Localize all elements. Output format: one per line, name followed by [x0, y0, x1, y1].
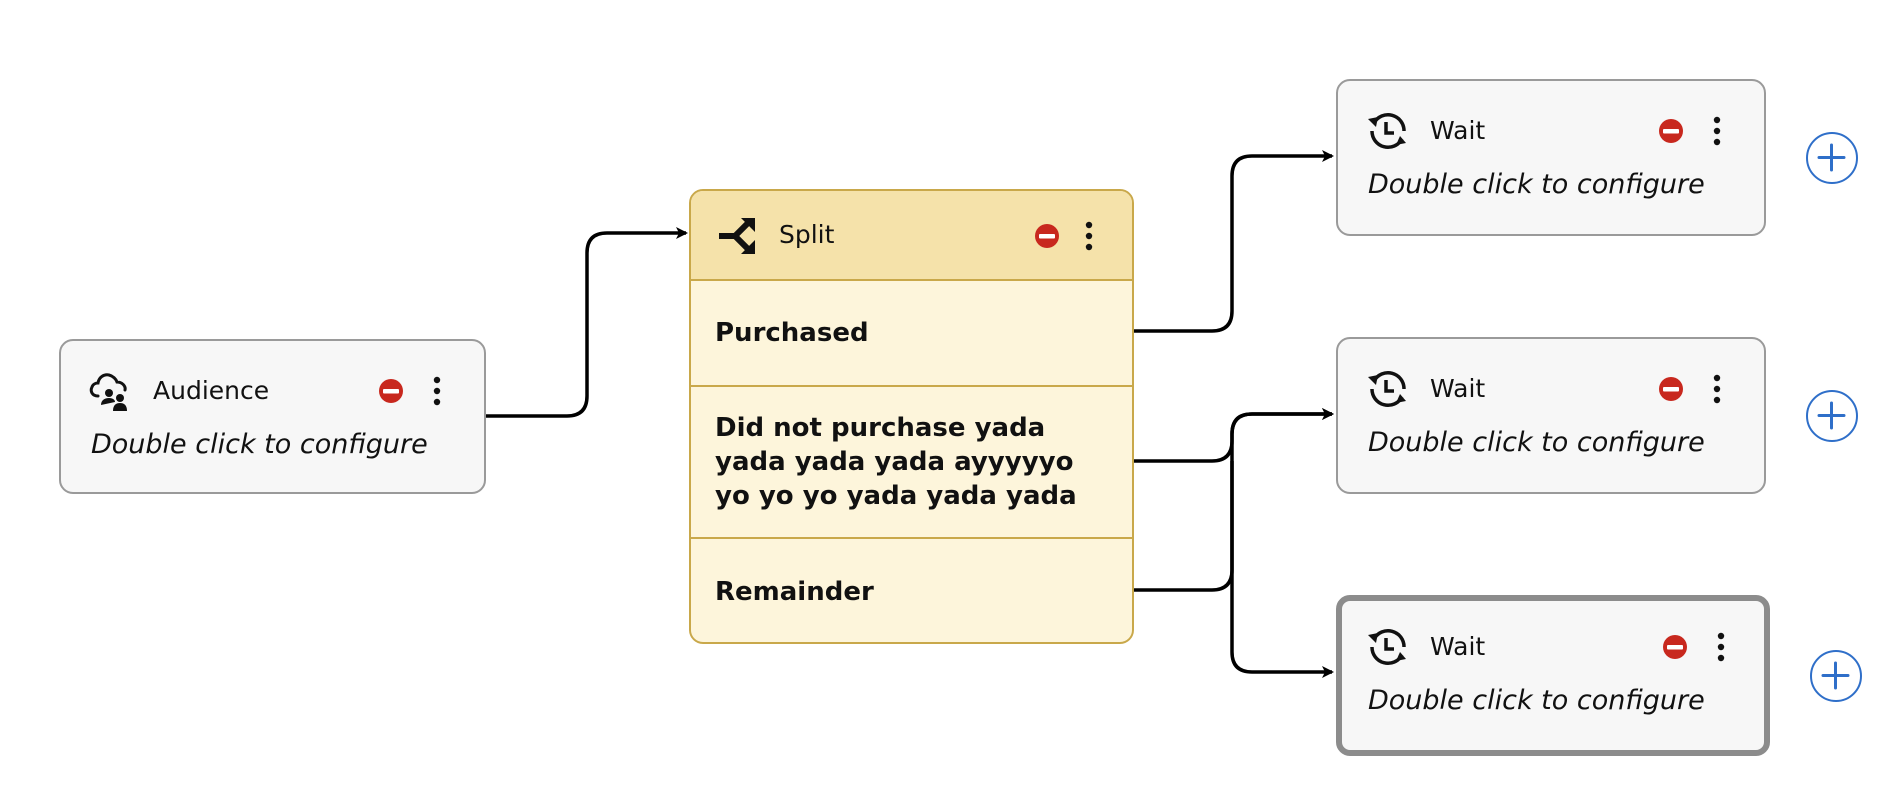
wait-icon: [1366, 625, 1410, 669]
node-title: Split: [779, 220, 835, 249]
node-header: Wait: [1342, 601, 1764, 701]
node-title: Wait: [1430, 632, 1486, 661]
error-status-icon: [1658, 118, 1684, 144]
node-header: Audience: [61, 341, 484, 441]
node-title: Wait: [1430, 116, 1486, 145]
configure-hint: Double click to configure: [1368, 169, 1705, 200]
split-icon: [717, 214, 761, 258]
branch-purchased[interactable]: Purchased: [691, 281, 1132, 387]
configure-hint: Double click to configure: [91, 429, 428, 460]
wait-node-1[interactable]: Wait Double click to configure: [1336, 79, 1766, 236]
connector-to-wait-3: [1230, 461, 1334, 678]
split-header: Split: [691, 191, 1132, 281]
wait-icon: [1366, 109, 1410, 153]
plus-icon: [1817, 143, 1846, 172]
error-status-icon: [1034, 223, 1060, 249]
add-step-button[interactable]: [1806, 390, 1858, 442]
add-step-button[interactable]: [1810, 650, 1862, 702]
audience-node[interactable]: Audience Double click to configure: [59, 339, 486, 494]
configure-hint: Double click to configure: [1368, 427, 1705, 458]
branch-label: Did not purchase yada yada yada yada ayy…: [715, 413, 1077, 511]
node-header: Wait: [1338, 81, 1764, 181]
branch-remainder[interactable]: Remainder: [691, 539, 1132, 642]
error-status-icon: [378, 378, 404, 404]
more-options-icon[interactable]: [1710, 373, 1724, 405]
node-title: Wait: [1430, 374, 1486, 403]
connector-purchased-to-wait-1: [1134, 150, 1334, 333]
wait-node-3[interactable]: Wait Double click to configure: [1336, 595, 1770, 756]
wait-node-2[interactable]: Wait Double click to configure: [1336, 337, 1766, 494]
add-step-button[interactable]: [1806, 132, 1858, 184]
branch-label: Remainder: [715, 576, 874, 607]
node-header: Wait: [1338, 339, 1764, 439]
more-options-icon[interactable]: [1082, 220, 1096, 252]
more-options-icon[interactable]: [1714, 631, 1728, 663]
more-options-icon[interactable]: [430, 375, 444, 407]
split-node[interactable]: Split Purchased Did not purchase yada ya…: [689, 189, 1134, 644]
more-options-icon[interactable]: [1710, 115, 1724, 147]
error-status-icon: [1662, 634, 1688, 660]
configure-hint: Double click to configure: [1368, 685, 1705, 716]
connector-audience-to-split: [486, 227, 688, 418]
branch-label: Purchased: [715, 318, 869, 348]
node-title: Audience: [153, 376, 270, 405]
plus-icon: [1817, 401, 1846, 430]
wait-icon: [1366, 367, 1410, 411]
audience-icon: [89, 369, 133, 413]
plus-icon: [1821, 661, 1850, 690]
error-status-icon: [1658, 376, 1684, 402]
branch-did-not-purchase[interactable]: Did not purchase yada yada yada yada ayy…: [691, 387, 1132, 539]
